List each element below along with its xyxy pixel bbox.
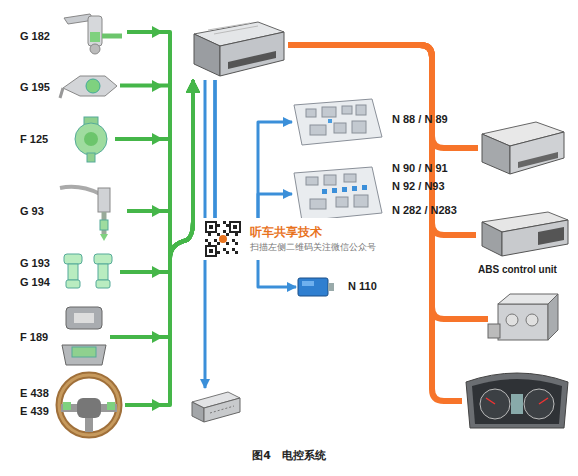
signal-line: [288, 45, 478, 148]
part-number: G 194: [20, 276, 50, 289]
part-number: G 93: [20, 205, 44, 218]
part-number: E 438: [20, 387, 49, 400]
figure-caption: 图4 电控系统: [0, 448, 578, 463]
part-number: N 110: [348, 280, 377, 293]
sensor-component: G 193 G 194: [15, 248, 120, 296]
component-illustration: [60, 305, 108, 369]
vehicle-unit: [478, 118, 568, 178]
sensor-component: G 195: [15, 65, 120, 105]
qr-code: [205, 221, 241, 257]
component-illustration: [488, 290, 563, 348]
small-arrowheads: [152, 26, 163, 411]
component-illustration: [60, 68, 120, 103]
signal-line: [120, 80, 193, 258]
part-number: G 182: [20, 30, 50, 43]
actuator-component: N 110: [296, 272, 396, 302]
signal-line: [115, 80, 193, 258]
component-illustration: [462, 368, 572, 434]
component-illustration: [60, 250, 120, 294]
actuator-component: N 88 / N 89: [292, 97, 442, 149]
sensor-component: F 125: [15, 115, 115, 165]
component-illustration: [188, 20, 288, 80]
sensor-component: G 93: [15, 180, 127, 245]
component-illustration: [55, 372, 123, 438]
part-number: ABS control unit: [478, 263, 558, 276]
component-illustration: [292, 97, 384, 147]
component-illustration: [296, 274, 336, 300]
vehicle-unit: ABS control unit: [476, 210, 576, 290]
part-number: F 125: [20, 133, 48, 146]
component-illustration: [478, 210, 570, 260]
part-number: F 189: [20, 331, 48, 344]
vehicle-unit: [462, 368, 572, 434]
watermark-text: 扫描左侧二维码关注微信公众号: [250, 242, 376, 254]
signal-line: [127, 80, 193, 258]
sensor-component: G 182: [15, 8, 127, 58]
part-number: G 193: [20, 257, 50, 270]
signal-line: [127, 32, 193, 258]
part-number: N 282 / N283: [392, 204, 457, 217]
component-illustration: [292, 165, 384, 223]
signal-line: [288, 45, 476, 235]
sensor-component: E 438 E 439: [15, 372, 125, 440]
control-unit: [188, 20, 288, 80]
component-illustration: [60, 180, 125, 242]
actuator-component: [188, 388, 243, 426]
part-number: G 195: [20, 81, 50, 94]
part-number: N 90 / N 91: [392, 162, 448, 175]
watermark-text: 听车共享技术: [250, 224, 322, 241]
signal-line: [125, 80, 193, 405]
component-illustration: [70, 115, 112, 163]
sensor-component: F 189: [15, 305, 110, 370]
signal-line: [288, 45, 488, 319]
watermark: 听车共享技术扫描左侧二维码关注微信公众号: [200, 218, 405, 260]
signal-line: [110, 80, 193, 337]
component-illustration: [188, 388, 243, 426]
component-illustration: [478, 118, 568, 178]
part-number: N 88 / N 89: [392, 113, 448, 126]
part-number: E 439: [20, 405, 49, 418]
vehicle-unit: [488, 290, 563, 348]
component-illustration: [60, 8, 125, 56]
part-number: N 92 / N93: [392, 180, 445, 193]
